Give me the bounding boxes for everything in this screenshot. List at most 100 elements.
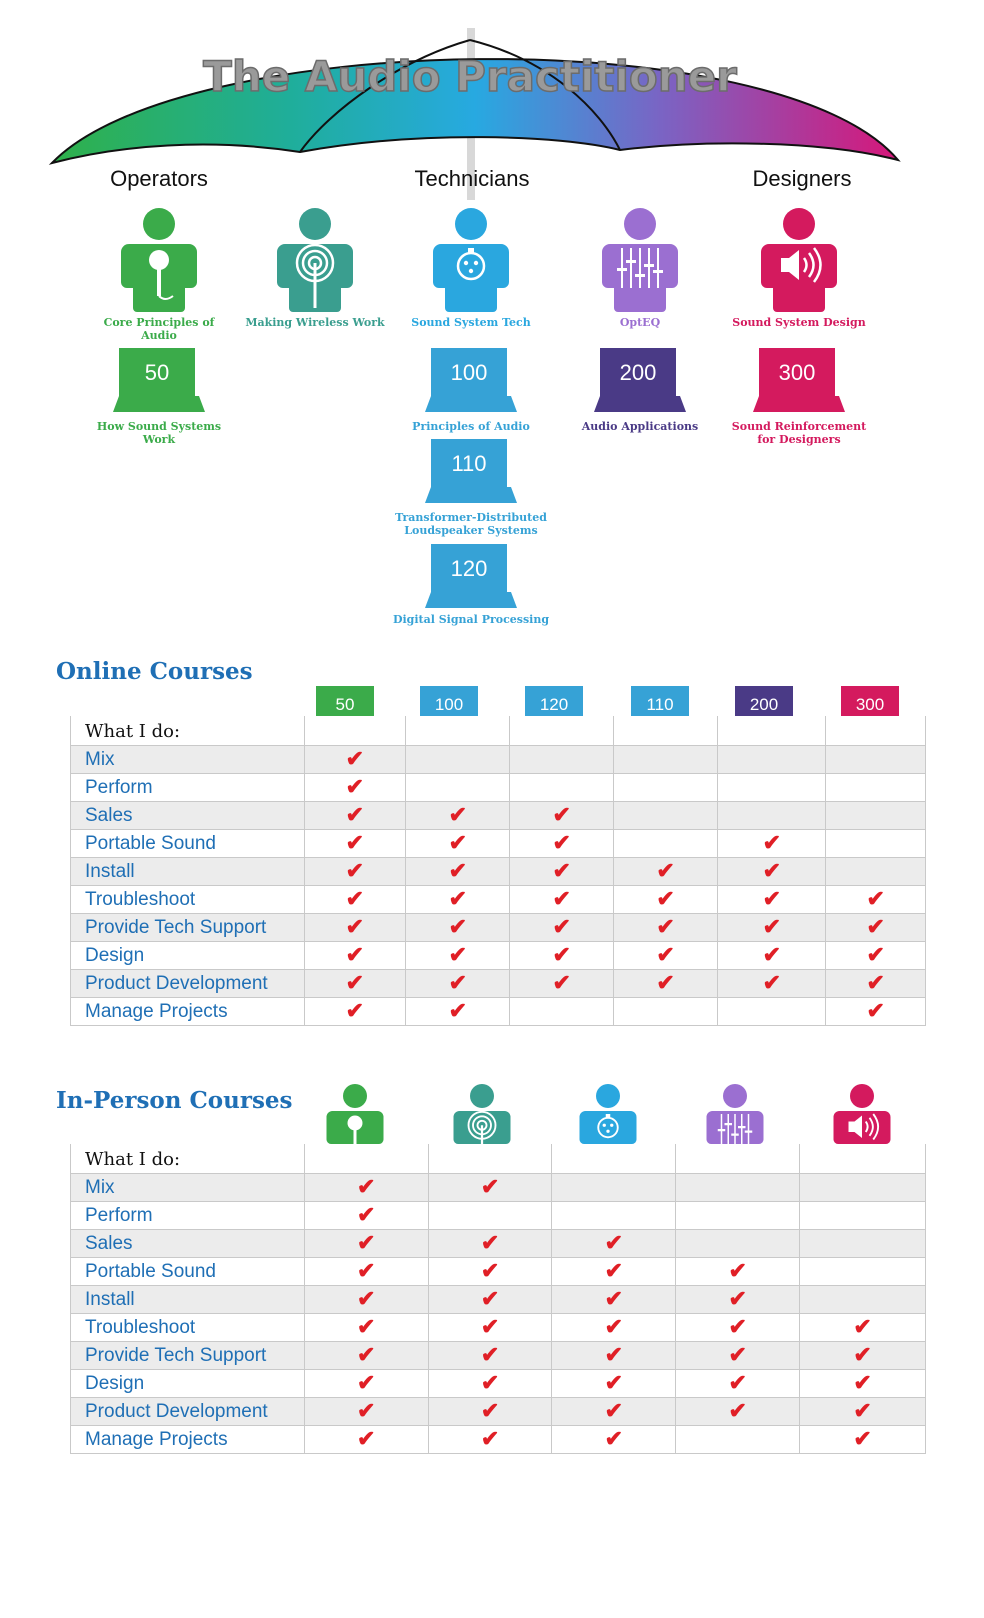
checkmark-icon: ✔: [604, 1342, 624, 1367]
checkmark-icon: ✔: [552, 942, 571, 967]
track-caption-system-design: Sound System Design: [732, 316, 866, 329]
check-cell: ✔: [612, 969, 719, 998]
course-number: 100: [431, 348, 507, 398]
course-number: 50: [119, 348, 195, 398]
check-cell: ✔: [509, 829, 614, 858]
track-caption-system-tech: Sound System Tech: [411, 316, 531, 329]
checkmark-icon: ✔: [356, 1202, 376, 1227]
check-cell: ✔: [405, 885, 511, 914]
checkmark-icon: ✔: [656, 858, 675, 883]
course-number: 110: [431, 439, 507, 489]
check-cell: ✔: [509, 941, 614, 970]
wireless-icon: [275, 208, 355, 316]
row-label: Design: [70, 1369, 305, 1398]
checkmark-icon: ✔: [356, 1314, 376, 1339]
check-cell: [825, 801, 926, 830]
check-cell: ✔: [612, 857, 719, 886]
checkmark-icon: ✔: [853, 1342, 872, 1367]
course-laptop-120[interactable]: 120: [425, 544, 517, 610]
checkmark-icon: ✔: [552, 830, 571, 855]
check-cell: ✔: [405, 969, 511, 998]
check-cell: ✔: [303, 829, 407, 858]
checkmark-icon: ✔: [356, 1426, 376, 1451]
course-laptop-50[interactable]: 50: [113, 348, 205, 414]
check-cell: ✔: [427, 1425, 553, 1454]
check-cell: ✔: [675, 1313, 801, 1342]
check-cell: ✔: [675, 1397, 801, 1426]
checkmark-icon: ✔: [656, 970, 675, 995]
check-cell: ✔: [675, 1341, 801, 1370]
checkmark-icon: ✔: [604, 1426, 624, 1451]
check-cell: ✔: [551, 1229, 677, 1258]
check-cell: ✔: [303, 1229, 429, 1258]
check-cell: ✔: [303, 773, 407, 802]
check-cell: ✔: [551, 1397, 677, 1426]
check-cell: ✔: [427, 1257, 553, 1286]
check-cell: ✔: [303, 969, 407, 998]
check-cell: ✔: [717, 913, 827, 942]
checkmark-icon: ✔: [604, 1258, 624, 1283]
course-laptop-200[interactable]: 200: [594, 348, 686, 414]
table-row: Install✔✔✔✔✔: [70, 857, 926, 886]
check-cell: ✔: [303, 1285, 429, 1314]
checkmark-icon: ✔: [480, 1426, 500, 1451]
check-cell: [612, 745, 719, 774]
check-cell: ✔: [551, 1369, 677, 1398]
course-laptop-110[interactable]: 110: [425, 439, 517, 505]
course-laptop-100[interactable]: 100: [425, 348, 517, 414]
table-row: Perform✔: [70, 773, 926, 802]
checkmark-icon: ✔: [448, 858, 467, 883]
check-cell: ✔: [427, 1341, 553, 1370]
check-cell: [405, 773, 511, 802]
check-cell: ✔: [303, 885, 407, 914]
check-cell: [675, 1229, 801, 1258]
table-row: Manage Projects✔✔✔: [70, 997, 926, 1026]
check-cell: ✔: [405, 857, 511, 886]
checkmark-icon: ✔: [728, 1370, 747, 1395]
checkmark-icon: ✔: [345, 914, 365, 939]
check-cell: ✔: [405, 913, 511, 942]
track-caption-core-principles: Core Principles of Audio: [103, 316, 215, 342]
page-title: The Audio Practitioner: [203, 52, 737, 101]
checkmark-icon: ✔: [448, 970, 467, 995]
check-cell: ✔: [551, 1285, 677, 1314]
course-laptop-300[interactable]: 300: [753, 348, 845, 414]
check-cell: ✔: [509, 801, 614, 830]
checkmark-icon: ✔: [656, 942, 675, 967]
check-cell: ✔: [825, 941, 926, 970]
table-row: Design✔✔✔✔✔✔: [70, 941, 926, 970]
checkmark-icon: ✔: [480, 1370, 500, 1395]
course-name-120: Digital Signal Processing: [392, 613, 550, 626]
checkmark-icon: ✔: [604, 1314, 624, 1339]
check-cell: ✔: [303, 1257, 429, 1286]
course-number: 120: [431, 544, 507, 594]
check-cell: ✔: [717, 969, 827, 998]
table-row: Mix✔: [70, 745, 926, 774]
track-figure-xlr-connector: [431, 208, 511, 312]
course-name-300: Sound Reinforcement for Designers: [731, 420, 867, 446]
table-row: Portable Sound✔✔✔✔: [70, 829, 926, 858]
checkmark-icon: ✔: [762, 914, 782, 939]
checkmark-icon: ✔: [356, 1174, 376, 1199]
row-label: Install: [70, 857, 305, 886]
check-cell: [825, 857, 926, 886]
check-cell: ✔: [303, 941, 407, 970]
row-label: Provide Tech Support: [70, 913, 305, 942]
checkmark-icon: ✔: [448, 886, 467, 911]
check-cell: ✔: [717, 941, 827, 970]
check-cell: ✔: [427, 1369, 553, 1398]
row-label: Troubleshoot: [70, 885, 305, 914]
column-label-operators: Operators: [110, 166, 208, 191]
checkmark-icon: ✔: [356, 1258, 376, 1283]
checkmark-icon: ✔: [345, 746, 365, 771]
checkmark-icon: ✔: [480, 1286, 500, 1311]
checkmark-icon: ✔: [345, 942, 365, 967]
speaker-icon: [759, 208, 839, 316]
check-cell: [612, 997, 719, 1026]
check-cell: ✔: [612, 885, 719, 914]
check-cell: [675, 1425, 801, 1454]
checkmark-icon: ✔: [604, 1398, 624, 1423]
column-label-designers: Designers: [752, 166, 852, 191]
check-cell: [675, 1201, 801, 1230]
checkmark-icon: ✔: [448, 802, 467, 827]
